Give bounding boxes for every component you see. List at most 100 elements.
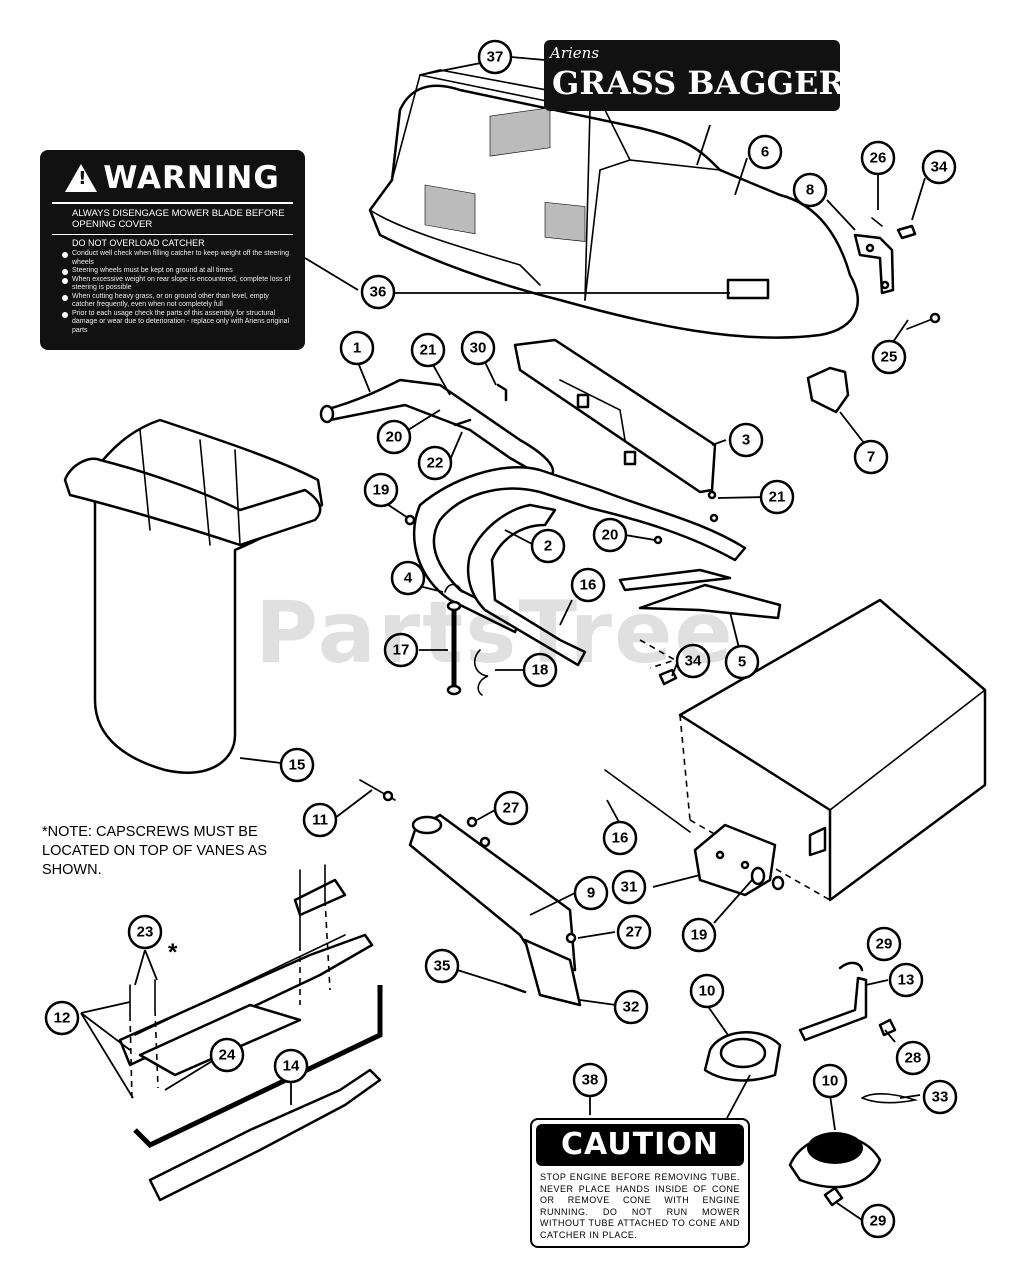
callout-circle <box>279 747 315 783</box>
brand-title: GRASS BAGGER <box>552 64 845 102</box>
callout-27: 27 <box>493 790 529 826</box>
callout-21: 21 <box>410 332 446 368</box>
callout-circle <box>792 172 828 208</box>
callout-number: 25 <box>881 349 898 366</box>
callout-number: 1 <box>353 340 361 357</box>
callout-circle <box>747 134 783 170</box>
callout-12: 12 <box>44 1000 80 1036</box>
callout-14: 14 <box>273 1048 309 1084</box>
mount-bracket-31 <box>693 823 777 897</box>
callout-number: 35 <box>434 958 451 975</box>
callout-circle <box>572 1062 608 1098</box>
callout-21: 21 <box>759 479 795 515</box>
callout-circle <box>812 1063 848 1099</box>
callout-number: 31 <box>621 879 638 896</box>
callout-number: 38 <box>582 1072 599 1089</box>
callout-19: 19 <box>363 472 399 508</box>
callout-number: 27 <box>626 924 643 941</box>
callout-number: 32 <box>623 999 640 1016</box>
callout-38: 38 <box>572 1062 608 1098</box>
deflector-5 <box>638 583 782 620</box>
warning-bullet: When cutting heavy grass, or on ground o… <box>62 293 293 310</box>
callout-34: 34 <box>675 643 711 679</box>
callout-circle <box>477 39 513 75</box>
warning-decal: ! WARNING ALWAYS DISENGAGE MOWER BLADE B… <box>40 150 305 350</box>
catcher-cover <box>368 69 859 339</box>
callout-circle <box>728 422 764 458</box>
caution-decal: CAUTION STOP ENGINE BEFORE REMOVING TUBE… <box>530 1118 750 1248</box>
callout-circle <box>302 802 338 838</box>
callout-number: 34 <box>931 159 948 176</box>
callout-10: 10 <box>812 1063 848 1099</box>
callout-number: 36 <box>370 284 387 301</box>
callout-20: 20 <box>376 419 412 455</box>
callout-circle <box>871 339 907 375</box>
callout-31: 31 <box>611 869 647 905</box>
caution-text: STOP ENGINE BEFORE REMOVING TUBE. NEVER … <box>540 1172 740 1240</box>
callout-circle <box>921 149 957 185</box>
watermark: PartsTree <box>255 583 735 683</box>
callout-circle <box>273 1048 309 1084</box>
warning-bullets: Conduct well check when filling catcher … <box>52 250 293 335</box>
callout-circle <box>866 926 902 962</box>
rail-3 <box>513 338 717 494</box>
callout-29: 29 <box>866 926 902 962</box>
callout-number: 7 <box>867 449 875 466</box>
callout-28: 28 <box>895 1040 931 1076</box>
callout-35: 35 <box>424 948 460 984</box>
callout-circle <box>460 330 496 366</box>
callout-circle <box>853 439 889 475</box>
callout-number: 20 <box>386 429 403 446</box>
callout-20: 20 <box>592 517 628 553</box>
grass-bag <box>63 418 324 774</box>
callout-4: 4 <box>390 560 426 596</box>
callout-number: 22 <box>427 455 444 472</box>
callout-number: 23 <box>137 924 154 941</box>
callout-number: 14 <box>283 1058 300 1075</box>
callout-8: 8 <box>792 172 828 208</box>
callout-number: 19 <box>373 482 390 499</box>
callout-circle <box>675 643 711 679</box>
grass-bagger-label: Ariens GRASS BAGGER <box>544 40 845 111</box>
warning-bullet: Conduct well check when filling catcher … <box>62 250 293 267</box>
callout-circle <box>570 567 606 603</box>
callout-circle <box>390 560 426 596</box>
callout-circle <box>360 274 396 310</box>
callout-number: 9 <box>587 885 595 902</box>
callout-circle <box>383 632 419 668</box>
callout-10: 10 <box>689 973 725 1009</box>
callout-26: 26 <box>860 140 896 176</box>
callout-number: 33 <box>932 1089 949 1106</box>
callout-25: 25 <box>871 339 907 375</box>
callout-number: 8 <box>806 182 814 199</box>
callout-circle <box>602 820 638 856</box>
callout-18: 18 <box>522 652 558 688</box>
callout-number: 29 <box>876 936 893 953</box>
callout-circle <box>888 962 924 998</box>
callout-circle <box>44 1000 80 1036</box>
callout-circle <box>616 914 652 950</box>
callout-circle <box>410 332 446 368</box>
callout-circle <box>689 973 725 1009</box>
callout-circle <box>339 330 375 366</box>
callout-19: 19 <box>681 917 717 953</box>
callout-circle <box>922 1079 958 1115</box>
callout-11: 11 <box>302 802 338 838</box>
callout-30: 30 <box>460 330 496 366</box>
catcher-frame <box>319 378 747 667</box>
callout-number: 28 <box>905 1050 922 1067</box>
callout-number: 34 <box>685 653 702 670</box>
callout-23: 23 <box>127 914 163 950</box>
warning-line-1: ALWAYS DISENGAGE MOWER BLADE BEFORE OPEN… <box>52 204 293 235</box>
callout-number: 16 <box>612 830 629 847</box>
callout-circle <box>573 875 609 911</box>
callout-circle <box>592 517 628 553</box>
callout-number: 20 <box>602 527 619 544</box>
callout-number: 15 <box>289 757 306 774</box>
callout-number: 29 <box>870 1213 887 1230</box>
callout-number: 13 <box>898 972 915 989</box>
callout-circle <box>895 1040 931 1076</box>
callout-number: 2 <box>544 538 552 555</box>
callout-circle <box>613 989 649 1025</box>
warning-bullet: When excessive weight on rear slope is e… <box>62 276 293 293</box>
